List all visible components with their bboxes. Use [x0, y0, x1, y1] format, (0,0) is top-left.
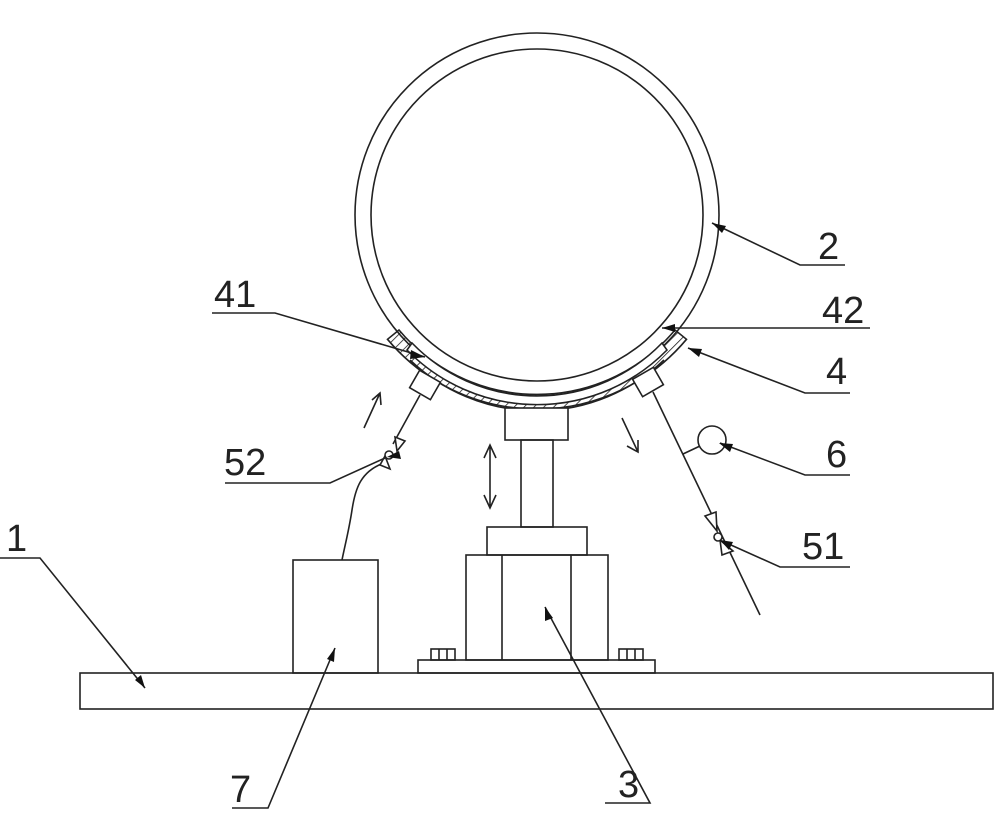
pressure-gauge-6	[698, 426, 726, 454]
label-1: 1	[6, 520, 27, 558]
label-2: 2	[818, 228, 839, 266]
liner-41	[407, 343, 667, 405]
lifting-support-3	[418, 408, 655, 673]
label-3: 3	[618, 766, 639, 804]
valve-52	[380, 437, 405, 469]
wire	[342, 462, 387, 560]
label-4: 4	[826, 353, 847, 391]
pipe-inner	[371, 49, 703, 381]
label-41: 41	[214, 276, 256, 314]
up-arrow-icon	[364, 393, 381, 428]
base-plate-1	[80, 673, 993, 709]
label-7: 7	[230, 771, 251, 809]
double-arrow-icon	[484, 445, 496, 508]
down-arrow-icon	[622, 418, 638, 452]
label-51: 51	[802, 528, 844, 566]
label-42: 42	[822, 292, 864, 330]
box-7	[293, 560, 378, 673]
label-52: 52	[224, 444, 266, 482]
label-6: 6	[826, 436, 847, 474]
